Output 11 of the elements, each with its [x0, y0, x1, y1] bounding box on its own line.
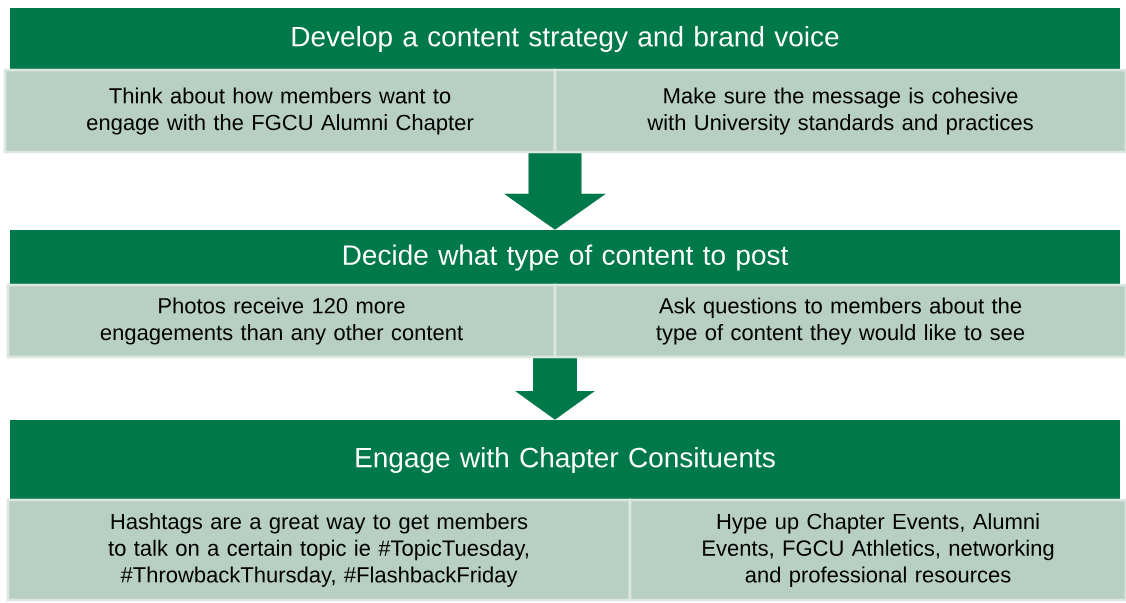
text-box: Hype up Chapter Events, Alumni Events, FGCU Athletics, networking and professional resources: [628, 498, 1126, 602]
band-header: Develop a content strategy and brand voice: [10, 8, 1120, 70]
block-arrow: [504, 153, 606, 230]
band-header: Engage with Chapter Consituents: [10, 420, 1120, 500]
text-box: Ask questions to members about the type of content they would like to see: [553, 283, 1126, 359]
band-header: Decide what type of content to post: [10, 230, 1120, 285]
text-box: Think about how members want to engage with the FGCU Alumni Chapter: [3, 68, 557, 154]
block-arrow: [515, 358, 595, 420]
text-box: Photos receive 120 more engagements than any other content: [6, 283, 557, 359]
text-box: Make sure the message is cohesive with University standards and practices: [553, 68, 1126, 154]
text-box: Hashtags are a great way to get members to talk on a certain topic ie #TopicTuesday, #ThrowbackThursday, #FlashbackFriday: [6, 498, 632, 602]
